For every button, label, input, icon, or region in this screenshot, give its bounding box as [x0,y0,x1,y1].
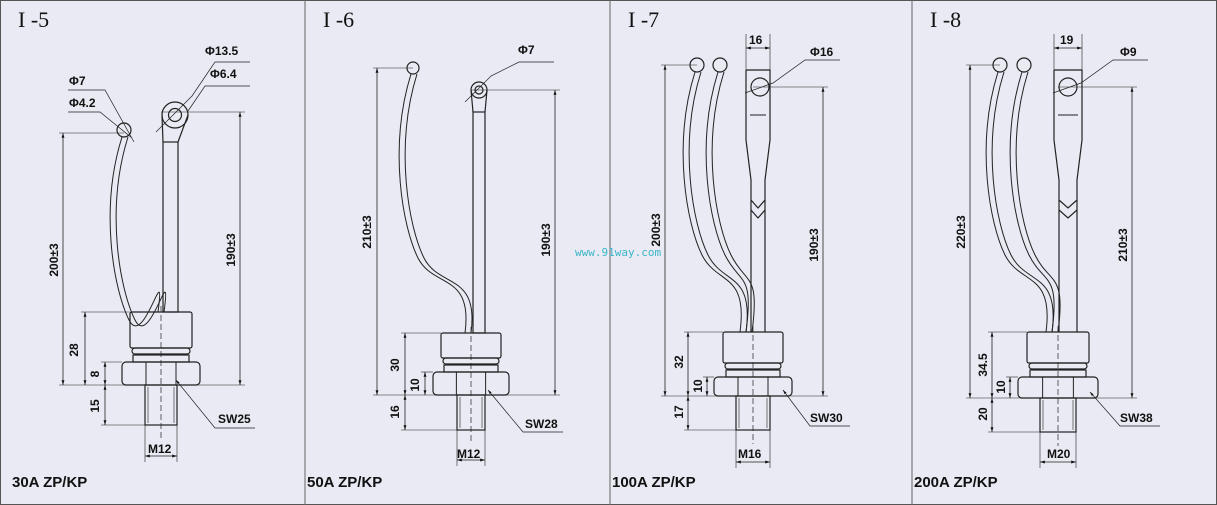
dim-label: Φ7 [69,74,86,88]
wrench-size: SW28 [525,417,558,431]
dim-label: 16 [388,405,402,419]
dim-label: 30 [388,358,402,372]
leader-line [464,61,554,103]
dim-label: 190±3 [539,223,553,257]
panel-caption: 50A ZP/KP [307,474,382,491]
gate-wire [404,73,473,334]
gate-wire [1015,71,1061,333]
tab-terminal [1053,69,1083,332]
thread-size: M20 [1047,447,1071,461]
dim-label: 15 [88,399,102,413]
break-mark [750,199,766,219]
gate-loop [116,122,132,138]
gate-wire [109,136,161,327]
leader-line [187,85,250,112]
dim-label: 32 [672,355,686,369]
panel-i6: I -6 50A ZP/KP Φ7 SW28 M12 210±3 190±3 3… [307,7,558,491]
gate-wire [688,71,748,333]
panel-caption: 100A ZP/KP [612,474,696,491]
dim-label: 190±3 [807,228,821,262]
dim-label: Φ4.2 [69,96,96,110]
dim-label: 10 [408,378,422,392]
drawing-3 [661,34,850,468]
dim-label: 10 [994,380,1008,394]
dim-label: 28 [67,343,81,357]
wrench-size: SW30 [810,411,843,425]
dim-label: 34.5 [976,353,990,377]
panel-caption: 200A ZP/KP [914,474,998,491]
tab-terminal [745,69,771,332]
leader-line [155,61,250,133]
thread-size: M12 [457,447,481,461]
leader-line [68,89,135,143]
ring-neck [161,114,189,143]
leader-line [487,389,563,433]
panel-title: I -8 [930,7,961,32]
wrench-size: SW38 [1120,411,1153,425]
dim-label: 220±3 [954,215,968,249]
dim-label: 17 [672,405,686,419]
ring-hole [167,107,183,123]
dim-label: 200±3 [649,213,663,247]
dim-label: Φ6.4 [210,67,237,81]
dim-label: 190±3 [224,233,238,267]
thread-size: M16 [738,447,762,461]
gate-loop [1016,57,1032,73]
panel-i7: I -7 100A ZP/KP 16 Φ16 SW30 M16 200±3 19… [612,7,843,491]
break-mark [1058,199,1078,219]
gate-loop [712,57,728,73]
panel-title: I -5 [18,7,49,32]
drawing-2 [373,61,563,466]
leader-line [782,389,850,427]
dim-label: 200±3 [47,243,61,277]
gate-wire [115,136,167,327]
gate-wire [1009,71,1055,333]
panel-caption: 30A ZP/KP [12,474,87,491]
gate-wire [682,71,742,333]
dim-label: Φ13.5 [205,44,239,58]
dim-label: 210±3 [1116,228,1130,262]
dim-label: Φ16 [810,45,834,59]
panel-i5: I -5 30A ZP/KP Φ7 Φ4.2 Φ13.5 Φ6.4 SW25 M… [12,7,251,491]
thread-size: M12 [148,442,172,456]
drawing-4 [966,34,1160,468]
dim-label: 10 [691,379,705,393]
wrench-size: SW25 [218,412,251,426]
gate-wire [398,73,467,334]
leader-line [1052,59,1148,94]
dim-label: 19 [1060,33,1074,47]
dim-label: 20 [976,407,990,421]
gate-wire [705,71,749,333]
drawing-1 [59,61,255,462]
dim-label: 8 [88,370,102,377]
leader-line [744,59,840,94]
main-lead [472,111,486,334]
dim-label: 210±3 [360,215,374,249]
main-lead [162,141,179,313]
leader-line [68,111,133,139]
ring-neck [470,89,488,113]
dim-label: 16 [749,33,763,47]
gate-wire [991,71,1054,333]
gate-wire [985,71,1048,333]
panel-title: I -6 [323,7,354,32]
panel-i8: I -8 200A ZP/KP 19 Φ9 SW38 M20 220±3 210… [914,7,1153,491]
gate-wire [711,71,755,333]
leader-line [1089,391,1160,427]
leader-line [175,379,255,429]
dim-label: Φ7 [518,43,535,57]
panel-title: I -7 [628,7,659,32]
watermark: www.91way.com [575,246,661,259]
dim-label: Φ9 [1120,45,1137,59]
